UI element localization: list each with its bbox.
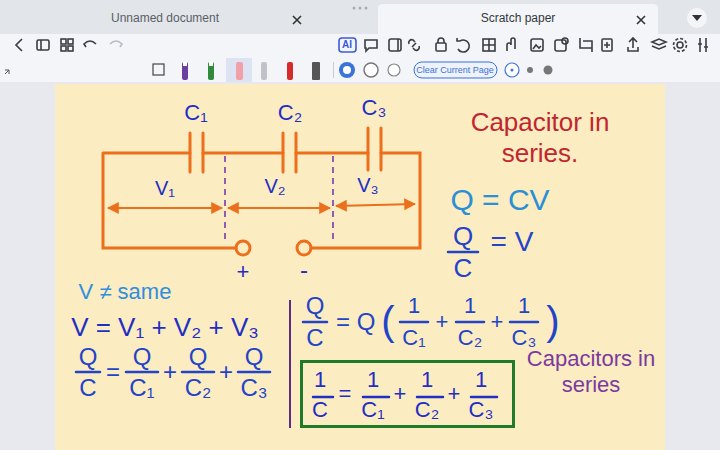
size-option — [505, 63, 519, 77]
color-swatch — [339, 62, 355, 78]
denominator: C — [312, 399, 328, 421]
selected-tool — [226, 58, 252, 82]
numerator: Q — [453, 223, 473, 249]
denominator: C — [454, 255, 473, 281]
heading-note: Capacitor in series. — [450, 107, 630, 169]
tab-title: Scratch paper — [481, 12, 556, 24]
fraction-bars — [76, 252, 538, 372]
divider-lines — [225, 156, 333, 244]
denominator: C — [306, 326, 323, 350]
operator: + — [163, 360, 177, 384]
operator: + — [219, 360, 233, 384]
numerator: 1 — [464, 295, 476, 317]
terminal-sign: - — [300, 258, 308, 282]
operator: = — [336, 310, 350, 334]
drag-handle — [353, 7, 368, 10]
numerator: Q — [306, 294, 325, 318]
divider-line — [289, 300, 291, 428]
ai-button: AI — [342, 40, 352, 50]
clear-button — [414, 62, 497, 78]
operator: = — [106, 360, 120, 384]
note: V ≠ same — [79, 281, 172, 303]
denominator: C₃ — [240, 376, 267, 400]
numerator: Q — [245, 345, 264, 369]
fraction-bar — [471, 396, 497, 399]
voltage-label: V₃ — [357, 175, 378, 195]
denominator: C₂ — [415, 399, 439, 421]
bracket: ( — [381, 301, 394, 341]
voltage-arrows — [108, 204, 415, 208]
denominator: C — [79, 376, 96, 400]
voltage-label: V₂ — [264, 176, 285, 196]
operator: = — [339, 383, 352, 405]
tab-bar — [0, 0, 720, 34]
close-icons — [293, 16, 645, 24]
pen-tools — [182, 62, 320, 80]
tab-title: Unnamed document — [111, 12, 219, 24]
numerator: 1 — [421, 369, 433, 391]
fraction-bar — [417, 396, 443, 399]
color-swatch — [364, 63, 378, 77]
formula: Q = CV — [450, 185, 549, 215]
terminal-sign: + — [237, 261, 250, 283]
capacitor-label: C₂ — [278, 102, 302, 124]
bracket: ) — [546, 301, 559, 341]
operator: + — [436, 311, 449, 333]
denominator: 1 — [475, 369, 487, 391]
toolbar-icons — [16, 38, 708, 52]
denominator: C₁ — [129, 376, 154, 400]
operator: + — [448, 383, 461, 405]
numerator: 1 — [314, 369, 326, 391]
denominator: C₂ — [185, 376, 212, 400]
numerator: Q — [79, 345, 98, 369]
color-swatch — [388, 64, 400, 76]
formula: = V — [491, 228, 534, 256]
button-label: Clear Current Page — [416, 66, 494, 75]
fraction-bar — [313, 396, 333, 399]
numerator: Q — [133, 345, 152, 369]
paper-page — [55, 84, 665, 450]
pen-toolbar — [0, 58, 720, 82]
capacitor-label: C₃ — [362, 97, 387, 119]
fraction-bar — [363, 396, 389, 399]
denominator: C₂ — [458, 327, 482, 349]
numerator: C₁ — [361, 399, 384, 421]
voltage-label: V₁ — [155, 178, 175, 198]
result-box: 1C = 1C₁ +1C₂ +1C₃ — [300, 360, 515, 428]
separator — [333, 62, 334, 78]
operator: + — [491, 311, 504, 333]
numerator: 1 — [518, 295, 530, 317]
formula-term: Q — [357, 310, 376, 334]
workspace — [0, 82, 720, 450]
side-note: Capacitors in series — [526, 346, 656, 399]
size-option — [544, 66, 553, 75]
denominator: C₁ — [402, 327, 425, 349]
collapse-icon — [5, 70, 9, 74]
formula: V = V₁ + V₂ + V₃ — [71, 314, 259, 340]
numerator: C₃ — [469, 399, 494, 421]
capacitor-circuit — [103, 128, 420, 255]
operator: + — [394, 383, 407, 405]
tab-menu-button — [687, 8, 707, 28]
toolbar — [0, 34, 720, 58]
tab-menu-arrow — [692, 15, 702, 21]
capacitor-label: C₁ — [184, 102, 207, 124]
active-tab — [378, 4, 658, 34]
size-option — [527, 67, 533, 73]
numerator: 1 — [408, 295, 420, 317]
numerator: Q — [189, 345, 208, 369]
denominator: 1 — [367, 369, 379, 391]
text-tool-icon — [153, 64, 164, 75]
